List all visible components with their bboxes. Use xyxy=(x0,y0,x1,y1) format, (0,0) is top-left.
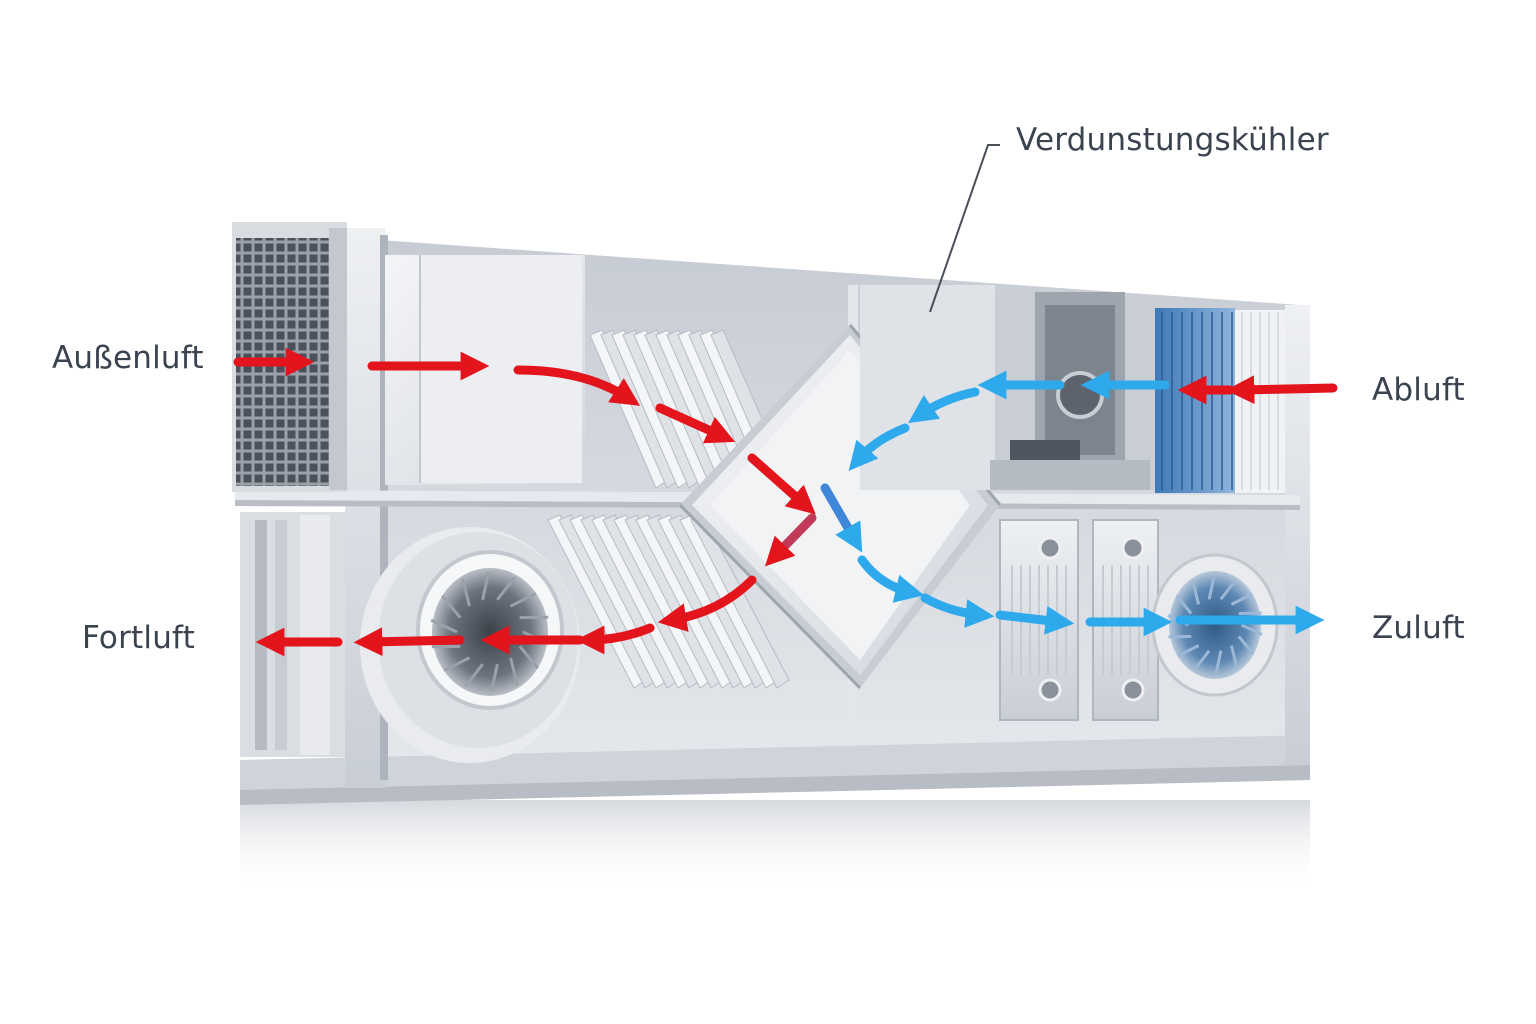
label-extract-air: Abluft xyxy=(1372,372,1465,408)
evaporative-cooler-unit xyxy=(860,285,1155,490)
cooler-leader-line xyxy=(929,144,1000,313)
supply-fan xyxy=(1151,553,1279,697)
heat-exchanger-fins-top xyxy=(589,329,790,489)
label-outside-air: Außenluft xyxy=(52,340,204,376)
floor-reflection xyxy=(240,800,1310,890)
label-evaporative-cooler: Verdunstungskühler xyxy=(1016,122,1329,158)
heat-exchanger-fins-bottom xyxy=(547,514,790,689)
warm-airflow-arrows xyxy=(233,347,1338,657)
intake-grille xyxy=(232,222,347,492)
extract-air-filter xyxy=(1155,308,1285,493)
label-exhaust-out: Fortluft xyxy=(82,620,195,656)
cool-airflow-arrows xyxy=(820,370,1325,637)
label-supply-air: Zuluft xyxy=(1372,610,1465,646)
exhaust-louver xyxy=(240,512,345,757)
